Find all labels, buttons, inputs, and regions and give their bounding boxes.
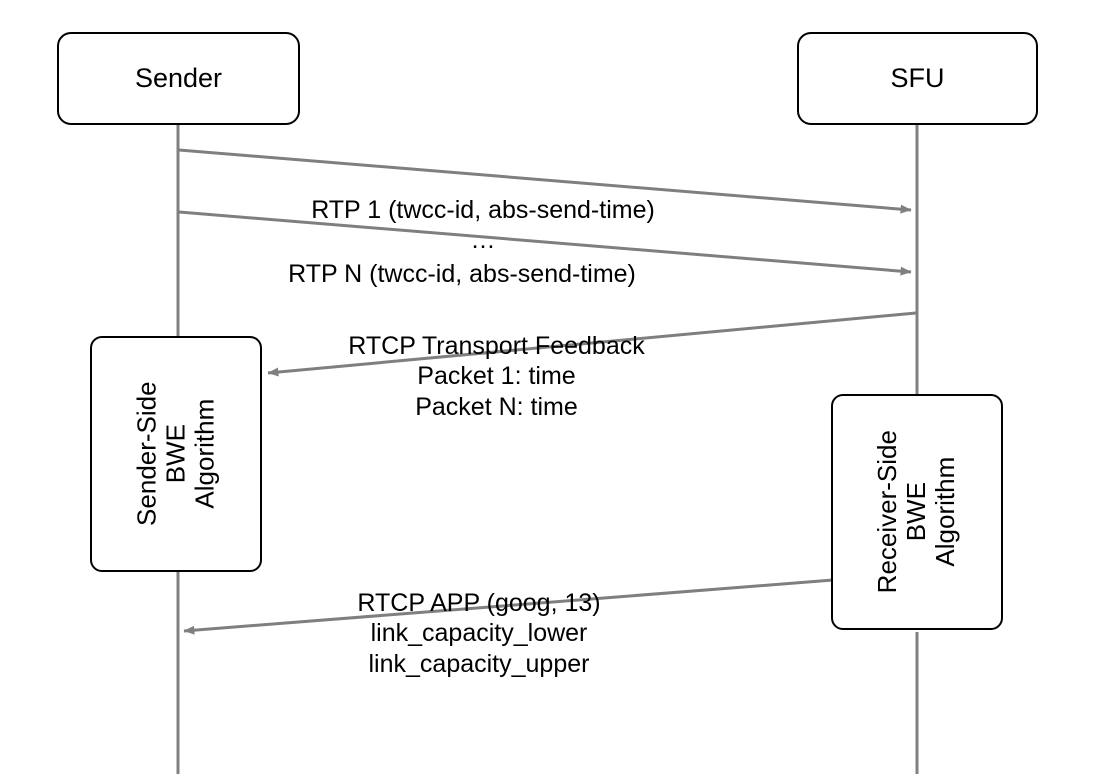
- arrow-rtp-1: [178, 148, 912, 214]
- participant-box-sender[interactable]: Sender: [57, 32, 300, 125]
- algorithm-box-sender-side-bwe[interactable]: Sender-Side BWE Algorithm: [90, 336, 262, 572]
- message-label-rtcp-transport-feedback: RTCP Transport Feedback Packet 1: time P…: [284, 300, 709, 422]
- message-text-rtcp-app: RTCP APP (goog, 13) link_capacity_lower …: [357, 588, 601, 678]
- participant-label-sfu: SFU: [890, 62, 945, 93]
- message-label-rtcp-app: RTCP APP (goog, 13) link_capacity_lower …: [284, 557, 674, 679]
- participant-box-sfu[interactable]: SFU: [797, 32, 1038, 125]
- message-text-ellipsis: …: [470, 225, 496, 254]
- algorithm-box-receiver-side-bwe[interactable]: Receiver-Side BWE Algorithm: [831, 394, 1003, 630]
- message-label-rtp-n: RTP N (twcc-id, abs-send-time): [222, 228, 702, 289]
- participant-label-sender: Sender: [134, 62, 223, 93]
- arrow-rtcp-app: [183, 578, 834, 635]
- message-text-rtp-1: RTP 1 (twcc-id, abs-send-time): [311, 195, 655, 224]
- message-label-rtp-1: RTP 1 (twcc-id, abs-send-time): [243, 164, 723, 225]
- message-label-ellipsis: …: [243, 194, 723, 255]
- arrow-rtp-n: [178, 210, 912, 276]
- arrow-rtcp-transport-feedback: [267, 311, 917, 377]
- message-text-rtp-n: RTP N (twcc-id, abs-send-time): [288, 259, 636, 288]
- message-text-rtcp-transport-feedback: RTCP Transport Feedback Packet 1: time P…: [348, 331, 645, 421]
- algorithm-label-sender-side-bwe: Sender-Side BWE Algorithm: [131, 381, 220, 527]
- algorithm-label-receiver-side-bwe: Receiver-Side BWE Algorithm: [872, 430, 961, 594]
